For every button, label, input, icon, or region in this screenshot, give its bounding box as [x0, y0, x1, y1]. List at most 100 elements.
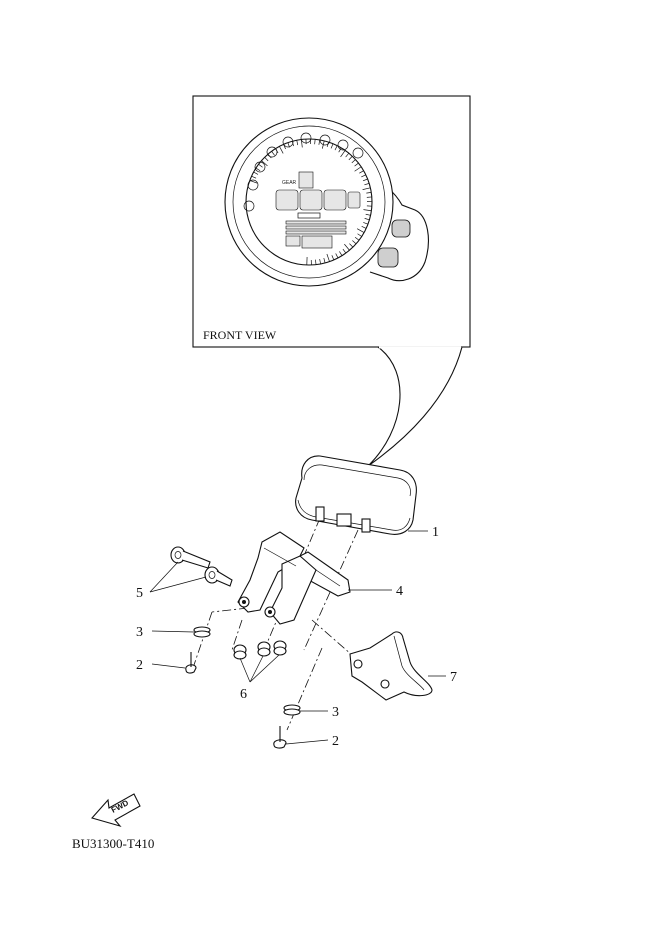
tach-tick — [315, 259, 317, 265]
tach-tick — [356, 228, 365, 233]
tach-tick — [349, 243, 354, 248]
inset-pointer — [367, 346, 463, 467]
lcd-segment — [297, 212, 321, 219]
tach-tick — [258, 163, 263, 168]
gear-label: GEAR — [282, 180, 297, 186]
lobe-hole-top — [391, 219, 411, 238]
indicator-lamp — [247, 179, 259, 191]
callout-3: 3 — [332, 705, 339, 720]
tach-tick — [366, 192, 372, 194]
tach-tick — [318, 139, 321, 145]
tach-tick — [253, 171, 259, 175]
tach-tick — [363, 222, 369, 225]
lcd-digit-small — [347, 191, 361, 209]
tach-tick — [255, 167, 261, 172]
indicator-lamp — [266, 146, 278, 158]
part-6-grommets — [233, 640, 287, 660]
indicator-lamp — [319, 134, 331, 146]
part-7-stay — [349, 631, 433, 701]
tach-tick — [331, 255, 335, 261]
stay-body — [349, 631, 433, 701]
tach-tick — [261, 160, 268, 167]
part-2-screws — [185, 652, 287, 749]
tach-tick — [363, 209, 372, 212]
tach-tick — [345, 152, 350, 158]
tach-tick — [357, 233, 362, 237]
tach-tick — [319, 258, 321, 264]
tach-tick — [351, 159, 356, 164]
callout-1: 1 — [432, 525, 439, 540]
neutral-lamp — [300, 132, 312, 144]
tach-tick — [326, 253, 330, 262]
tach-tick — [334, 145, 338, 151]
tach-tick — [354, 236, 360, 241]
tach-tick — [344, 243, 350, 251]
tach-tick — [362, 187, 371, 190]
fwd-arrow-icon: FWD — [91, 793, 141, 828]
tach-tick — [330, 143, 334, 149]
tach-tick — [335, 253, 339, 259]
meter-body — [295, 455, 417, 535]
indicator-lamp — [243, 200, 255, 212]
screw-head — [185, 664, 197, 674]
tach-tick — [365, 213, 371, 216]
screw-head — [273, 739, 287, 749]
tach-tick — [271, 151, 275, 156]
leader-lines — [149, 530, 446, 745]
tach-tick — [339, 251, 343, 256]
lobe-hole-bottom — [377, 247, 399, 268]
bolt-shank — [215, 570, 233, 587]
clamp-left — [237, 531, 305, 613]
callout-5: 5 — [136, 586, 143, 601]
part-3-collars — [193, 626, 301, 716]
indicator-lamp — [254, 161, 266, 173]
tach-tick — [323, 257, 326, 263]
callout-7: 7 — [450, 670, 457, 685]
clamp-right — [269, 555, 317, 625]
tach-tick — [279, 146, 284, 154]
tach-tick — [352, 240, 357, 245]
lcd-lower-rows — [285, 220, 347, 249]
tach-tick — [359, 170, 364, 174]
tach-tick — [348, 155, 353, 161]
tach-tick — [251, 175, 257, 179]
callout-4: 4 — [396, 584, 403, 599]
tach-tick — [264, 157, 269, 162]
tach-tick — [364, 183, 370, 186]
tach-tick — [361, 226, 367, 229]
tach-tick — [361, 174, 366, 178]
callout-2: 2 — [332, 734, 339, 749]
tach-tick-ring — [249, 139, 373, 265]
inset-caption: FRONT VIEW — [203, 328, 277, 342]
callout-6: 6 — [240, 687, 247, 702]
tach-tick — [342, 248, 347, 254]
meter-bezel-inner — [232, 125, 386, 279]
inset-frame — [192, 95, 471, 348]
gear-digit — [298, 171, 314, 189]
lcd-digit — [275, 189, 299, 211]
indicator-lamp — [282, 136, 294, 148]
clamp-brackets — [237, 531, 317, 625]
meter-front: GEAR — [224, 117, 429, 287]
tach-tick — [326, 142, 330, 148]
callout-2: 2 — [136, 658, 143, 673]
tach-tick — [362, 178, 368, 182]
lcd-digit — [323, 189, 347, 211]
tach-tick — [354, 162, 359, 167]
figure-code: BU31300-T410 — [72, 836, 154, 851]
tach-tick — [340, 150, 346, 158]
tach-tick — [364, 218, 370, 221]
front-view-inset: GEAR FRONT VIEW — [192, 95, 471, 467]
bolt-shank — [181, 550, 211, 569]
tach-tick — [338, 147, 342, 153]
part-5-bolts — [170, 546, 233, 587]
indicator-lamp — [352, 147, 364, 159]
part-1-meter-assembly — [295, 455, 417, 535]
tach-tick — [296, 140, 299, 146]
indicator-lamp — [337, 139, 349, 151]
lcd-digit — [299, 189, 323, 211]
tach-tick — [354, 166, 362, 172]
indicator-lamps — [243, 132, 364, 212]
tach-tick — [249, 180, 258, 184]
